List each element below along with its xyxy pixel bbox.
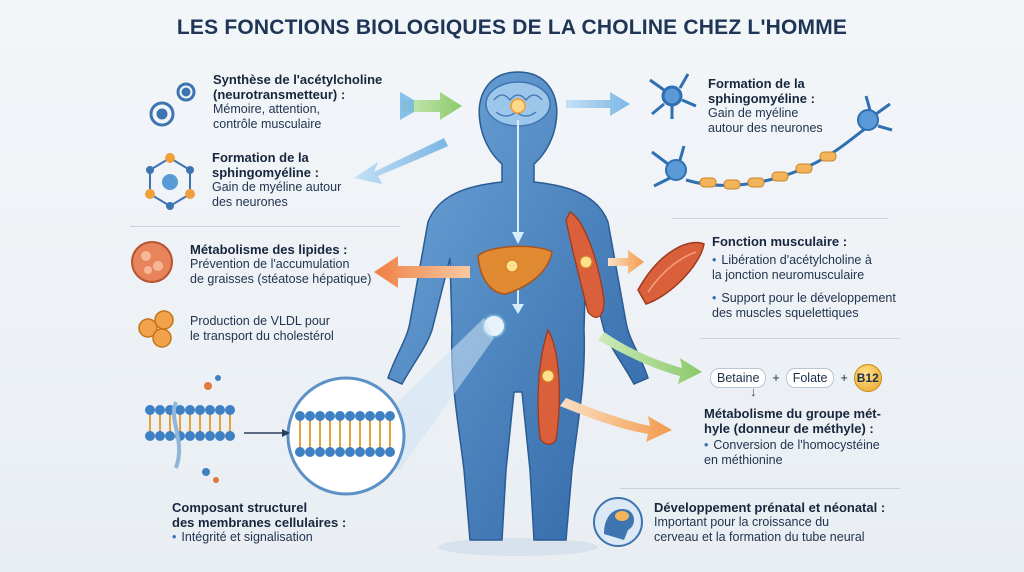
molecule-icon <box>145 153 195 210</box>
page-title: LES FONCTIONS BIOLOGIQUES DE LA CHOLINE … <box>176 16 848 39</box>
gears-icon <box>149 82 196 127</box>
vldl-icon <box>138 310 174 348</box>
plus-sign: + <box>772 371 780 385</box>
block-sphingo-right: Formation de la sphingomyéline : Gain de… <box>708 76 848 136</box>
arrows <box>354 92 702 442</box>
musculaire-bullet-2: Support pour le développement des muscle… <box>712 291 962 321</box>
block-prenatal: Développement prénatal et néonatal : Imp… <box>654 500 924 545</box>
block-acetylcholine: Synthèse de l'acétylcholine (neurotransm… <box>213 72 413 132</box>
divider-left-1 <box>130 226 400 227</box>
membrane-zoom <box>286 376 406 496</box>
folate-label: Folate <box>785 368 835 388</box>
musculaire-heading: Fonction musculaire : <box>712 234 848 249</box>
prenatal-text: Important pour la croissance du cerveau … <box>654 515 865 544</box>
sphingo-right-text: Gain de myéline autour des neurones <box>708 106 823 135</box>
musculaire-bullet-1: Libération d'acétylcholine à la jonction… <box>712 253 962 283</box>
prenatal-brain-icon <box>593 497 643 547</box>
prenatal-heading: Développement prénatal et néonatal : <box>654 500 886 515</box>
divider-right-1 <box>672 218 888 219</box>
brain-icon <box>485 81 551 127</box>
divider-right-3 <box>620 488 900 489</box>
myelinated-neuron-icon <box>651 95 893 190</box>
neuron-icon <box>649 73 697 119</box>
sphingo-left-heading: Formation de la sphingomyéline : <box>212 150 319 180</box>
block-methyle: Métabolisme du groupe mét- hyle (donneur… <box>704 406 934 468</box>
block-sphingo-left: Formation de la sphingomyéline : Gain de… <box>212 150 402 210</box>
lipides-heading: Métabolisme des lipides : <box>190 242 348 257</box>
plus-sign: + <box>840 371 848 385</box>
block-membranes: Composant structurel des membranes cellu… <box>172 500 402 545</box>
block-lipides: Métabolisme des lipides : Prévention de … <box>190 242 410 287</box>
fat-cell-icon <box>131 241 173 283</box>
divider-right-2 <box>700 338 900 339</box>
acetylcholine-text: Mémoire, attention, contrôle musculaire <box>213 102 322 131</box>
muscle-fiber-icon <box>637 241 705 305</box>
b12-badge: B12 <box>853 364 882 392</box>
acetylcholine-heading: Synthèse de l'acétylcholine (neurotransm… <box>213 72 383 102</box>
sphingo-left-text: Gain de myéline autour des neurones <box>212 180 342 209</box>
membrane-sheet-icon <box>145 375 290 483</box>
block-vldl: Production de VLDL pour le transport du … <box>190 314 400 344</box>
membranes-bullet: Intégrité et signalisation <box>172 530 402 545</box>
methyle-heading: Métabolisme du groupe mét- hyle (donneur… <box>704 406 881 436</box>
betaine-label: Betaine <box>710 368 767 388</box>
sphingo-right-heading: Formation de la sphingomyéline : <box>708 76 815 106</box>
membranes-heading: Composant structurel des membranes cellu… <box>172 500 347 530</box>
vldl-text: Production de VLDL pour le transport du … <box>190 314 334 343</box>
block-musculaire: Fonction musculaire : Libération d'acéty… <box>712 234 962 321</box>
down-arrow: ↓ <box>750 384 757 399</box>
betaine-folate-b12-formula: Betaine + Folate + B12 <box>710 364 882 392</box>
lipides-text: Prévention de l'accumulation de graisses… <box>190 257 372 286</box>
methyle-bullet: Conversion de l'homocystéine en méthioni… <box>704 438 934 468</box>
leg-muscle-icon <box>537 328 560 445</box>
